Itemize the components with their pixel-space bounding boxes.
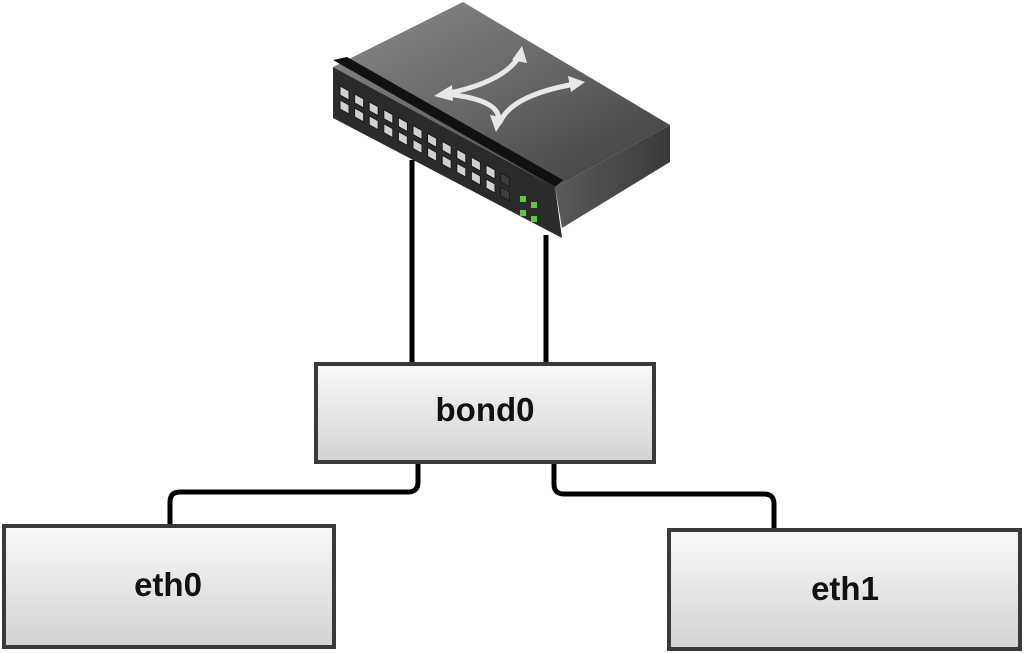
switch-port <box>354 93 365 109</box>
status-led <box>520 210 526 216</box>
link-bond0-eth1 <box>551 462 777 530</box>
status-led <box>520 196 526 202</box>
switch-port <box>470 156 481 172</box>
switch-port <box>383 122 394 139</box>
eth1-node: eth1 <box>667 528 1022 651</box>
eth0-node: eth0 <box>2 524 336 649</box>
switch-side-face <box>555 125 670 228</box>
switch-port <box>470 170 481 186</box>
switch-port <box>397 116 408 133</box>
switch-port <box>456 148 467 165</box>
link-bond0-eth0 <box>167 462 421 526</box>
status-led <box>531 216 537 222</box>
status-led <box>531 202 537 208</box>
eth0-box <box>2 524 336 649</box>
switch-port <box>427 146 438 163</box>
switch-port <box>368 100 379 117</box>
switch-port <box>441 154 452 171</box>
member-links <box>167 462 777 530</box>
switch-port <box>354 107 365 123</box>
bond0-box <box>314 362 656 464</box>
eth0-label: eth0 <box>134 566 202 603</box>
crossed-arrows-icon-heads <box>434 46 585 132</box>
switch-ports <box>339 85 537 222</box>
switch-port <box>339 85 350 101</box>
switch-top-face <box>333 2 670 187</box>
switch-port <box>500 172 511 188</box>
switch-port <box>500 186 511 202</box>
bond0-label: bond0 <box>436 391 535 428</box>
switch-port <box>485 178 496 194</box>
switch-port <box>427 132 438 149</box>
eth1-box <box>667 528 1022 651</box>
bond0-node: bond0 <box>314 362 656 464</box>
switch-port <box>485 164 496 180</box>
switch-front-edge <box>333 57 563 187</box>
uplinks <box>409 160 549 364</box>
switch-port <box>412 138 423 155</box>
eth1-label: eth1 <box>811 570 879 607</box>
network-switch-icon <box>333 2 670 238</box>
switch-port <box>441 140 452 157</box>
switch-port <box>397 130 408 147</box>
switch-port <box>383 108 394 125</box>
switch-port <box>456 162 467 179</box>
switch-port <box>368 114 379 131</box>
switch-port <box>412 124 423 141</box>
switch-port <box>339 99 350 115</box>
